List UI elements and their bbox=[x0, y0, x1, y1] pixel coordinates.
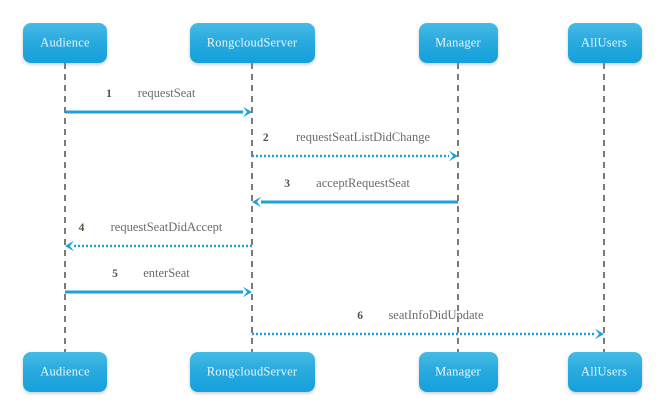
message-label: requestSeat bbox=[138, 86, 196, 100]
actor-footer-audience[interactable]: Audience bbox=[23, 352, 107, 392]
message-6[interactable]: 6 seatInfoDidUpdate bbox=[252, 308, 604, 340]
arrow-head-icon bbox=[243, 106, 252, 118]
arrow-head-icon bbox=[243, 286, 252, 298]
message-label: acceptRequestSeat bbox=[316, 176, 410, 190]
message-label: seatInfoDidUpdate bbox=[388, 308, 484, 322]
arrow-head-icon bbox=[65, 240, 74, 252]
actor-box-rect bbox=[419, 23, 498, 63]
actor-header-audience[interactable]: Audience bbox=[23, 23, 107, 63]
actor-footer-rongcloudserver[interactable]: RongcloudServer bbox=[190, 352, 315, 392]
arrow-head-icon bbox=[449, 150, 458, 162]
message-3[interactable]: 3 acceptRequestSeat bbox=[252, 176, 458, 208]
actor-label: Audience bbox=[40, 35, 90, 49]
messages-layer: 1 requestSeat 2 requestSeatListDidChange 3 ac… bbox=[65, 86, 604, 340]
message-sequence-number: 1 bbox=[106, 88, 112, 100]
actor-box-rect bbox=[568, 23, 642, 63]
actor-header-rongcloudserver[interactable]: RongcloudServer bbox=[190, 23, 315, 63]
arrow-head-icon bbox=[595, 328, 604, 340]
message-2[interactable]: 2 requestSeatListDidChange bbox=[252, 130, 458, 162]
actor-box-rect bbox=[568, 352, 642, 392]
actor-label: AllUsers bbox=[581, 364, 627, 378]
message-sequence-number: 5 bbox=[112, 268, 118, 280]
message-1[interactable]: 1 requestSeat bbox=[65, 86, 252, 118]
lifelines-layer bbox=[64, 63, 605, 352]
actor-footer-manager[interactable]: Manager bbox=[419, 352, 498, 392]
actor-header-layer: Audience RongcloudServer Manager AllUsers bbox=[23, 23, 642, 63]
message-4[interactable]: 4 requestSeatDidAccept bbox=[65, 220, 252, 252]
actor-box-rect bbox=[23, 23, 107, 63]
message-label: requestSeatListDidChange bbox=[296, 130, 430, 144]
actor-header-manager[interactable]: Manager bbox=[419, 23, 498, 63]
actor-box-rect bbox=[419, 352, 498, 392]
actor-label: RongcloudServer bbox=[207, 35, 298, 49]
actor-box-rect bbox=[23, 352, 107, 392]
message-label: enterSeat bbox=[143, 266, 190, 280]
actor-label: Audience bbox=[40, 364, 90, 378]
actor-label: Manager bbox=[435, 364, 481, 378]
message-sequence-number: 3 bbox=[284, 178, 290, 190]
message-sequence-number: 4 bbox=[79, 222, 85, 234]
actor-header-allusers[interactable]: AllUsers bbox=[568, 23, 642, 63]
actor-label: AllUsers bbox=[581, 35, 627, 49]
actor-footer-layer: Audience RongcloudServer Manager AllUsers bbox=[23, 352, 642, 392]
actor-box-rect bbox=[190, 23, 315, 63]
message-sequence-number: 2 bbox=[263, 132, 269, 144]
message-5[interactable]: 5 enterSeat bbox=[65, 266, 252, 298]
actor-footer-allusers[interactable]: AllUsers bbox=[568, 352, 642, 392]
actor-label: Manager bbox=[435, 35, 481, 49]
message-label: requestSeatDidAccept bbox=[111, 220, 223, 234]
actor-box-rect bbox=[190, 352, 315, 392]
message-sequence-number: 6 bbox=[357, 310, 363, 322]
actor-label: RongcloudServer bbox=[207, 364, 298, 378]
arrow-head-icon bbox=[252, 196, 261, 208]
